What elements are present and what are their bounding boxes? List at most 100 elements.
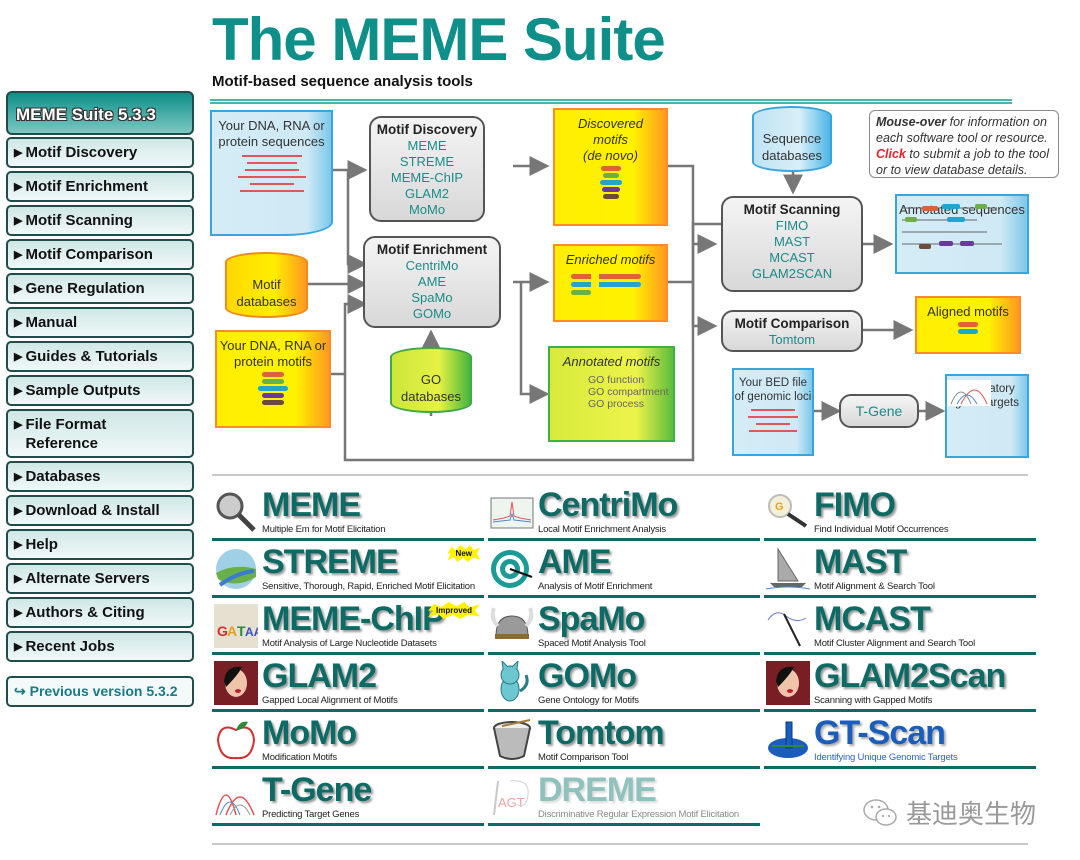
tool-name: CentriMo <box>538 486 678 524</box>
diagram-tool-glam2[interactable]: GLAM2 <box>404 186 450 201</box>
tool-name: MoMo <box>262 714 357 752</box>
go-process: GO process <box>588 398 645 410</box>
logo-chart-icon: GATAA <box>214 604 263 648</box>
tgene-box: T-Gene <box>839 394 919 428</box>
triangle-right-icon: ▶ <box>14 385 23 397</box>
tool-description: Gapped Local Alignment of Motifs <box>262 695 398 706</box>
bed-file-doc[interactable]: Your BED file of genomic loci <box>732 368 814 456</box>
sidebar-item-sample-outputs[interactable]: ▶Sample Outputs <box>6 375 194 406</box>
tool-name: GLAM2Scan <box>814 657 1006 695</box>
diagram-tool-glam2scan[interactable]: GLAM2SCAN <box>751 266 833 281</box>
triangle-right-icon: ▶ <box>14 641 23 653</box>
enriched-motifs-doc: Enriched motifs <box>553 244 668 322</box>
sidebar-item-authors-citing[interactable]: ▶Authors & Citing <box>6 597 194 628</box>
tool-description: Local Motif Enrichment Analysis <box>538 524 666 535</box>
your-motifs-doc[interactable]: Your DNA, RNA or protein motifs <box>215 330 331 428</box>
diagram-tool-mcast[interactable]: MCAST <box>769 250 815 265</box>
tool-description: Motif Comparison Tool <box>538 752 629 763</box>
diagram-tool-centrimo[interactable]: CentriMo <box>405 258 459 273</box>
your-motifs-label: Your DNA, RNA or protein motifs <box>219 338 327 369</box>
sidebar-item-databases[interactable]: ▶Databases <box>6 461 194 492</box>
sidebar-item-motif-comparison[interactable]: ▶Motif Comparison <box>6 239 194 270</box>
diagram-tool-fimo[interactable]: FIMO <box>775 218 809 233</box>
tool-name: DREME <box>538 771 657 809</box>
sidebar-version-heading[interactable]: MEME Suite 5.3.3 <box>6 91 194 135</box>
sidebar-item-alternate-servers[interactable]: ▶Alternate Servers <box>6 563 194 594</box>
sidebar-item-label: Download & Install <box>25 502 160 519</box>
sidebar-item-motif-enrichment[interactable]: ▶Motif Enrichment <box>6 171 194 202</box>
diagram-tool-mast[interactable]: MAST <box>773 234 811 249</box>
diagram-tool-momo[interactable]: MoMo <box>408 202 446 217</box>
triangle-right-icon: ▶ <box>14 573 23 585</box>
sequence-lines-icon <box>212 155 331 192</box>
tools-divider-top <box>212 474 1028 476</box>
discovered-label-2: motifs <box>593 132 628 147</box>
svg-text:G: G <box>775 501 784 513</box>
aligned-bars-icon <box>917 322 1019 334</box>
tool-description: Scanning with Gapped Motifs <box>814 695 933 706</box>
triangle-right-icon: ▶ <box>14 505 23 517</box>
tool-description: Motif Alignment & Search Tool <box>814 581 935 592</box>
diagram-tool-spamo[interactable]: SpaMo <box>411 290 453 305</box>
enriched-motifs-label: Enriched motifs <box>565 252 656 267</box>
diagram-tool-ame[interactable]: AME <box>417 274 447 289</box>
sidebar-item-download-install[interactable]: ▶Download & Install <box>6 495 194 526</box>
motif-databases-label: Motif databases <box>236 277 297 309</box>
go-databases-cylinder[interactable]: GO databases <box>390 347 472 413</box>
diagram-tool-meme-chip[interactable]: MEME-ChIP <box>390 170 464 185</box>
sidebar-item-recent-jobs[interactable]: ▶Recent Jobs <box>6 631 194 662</box>
sidebar-item-guides-tutorials[interactable]: ▶Guides & Tutorials <box>6 341 194 372</box>
fimo-magnifier-icon: G <box>766 490 810 534</box>
tool-name: FIMO <box>814 486 896 524</box>
tool-description: Predicting Target Genes <box>262 809 360 820</box>
sidebar-item-label: Alternate Servers <box>25 570 150 587</box>
diagram-tool-meme[interactable]: MEME <box>407 138 447 153</box>
page-title: The MEME Suite <box>212 6 666 73</box>
sidebar-item-motif-scanning[interactable]: ▶Motif Scanning <box>6 205 194 236</box>
help-tip-box: Mouse-over for information on each softw… <box>869 110 1059 178</box>
page-subtitle: Motif-based sequence analysis tools <box>212 73 473 90</box>
sequence-databases-cylinder[interactable]: Sequence databases <box>752 106 832 172</box>
sidebar-item-manual[interactable]: ▶Manual <box>6 307 194 338</box>
sidebar-item-motif-discovery[interactable]: ▶Motif Discovery <box>6 137 194 168</box>
tip-click-text: to submit a job to the tool or to view d… <box>876 147 1050 177</box>
watermark: 基迪奥生物 <box>862 794 1036 831</box>
drum-icon <box>490 718 534 762</box>
sidebar-item-label: Motif Enrichment <box>25 178 148 195</box>
diagram-tool-streme[interactable]: STREME <box>399 154 455 169</box>
diagram-tool-tgene[interactable]: T-Gene <box>855 403 903 419</box>
diagram-connectors <box>308 156 946 462</box>
diagram-tool-gomo[interactable]: GOMo <box>412 306 452 321</box>
tip-mouseover-text: for information on each software tool or… <box>876 115 1048 145</box>
motif-databases-cylinder[interactable]: Motif databases <box>225 252 308 318</box>
input-sequences-doc[interactable]: Your DNA, RNA or protein sequences <box>210 110 333 236</box>
triangle-right-icon: ▶ <box>14 283 23 295</box>
sidebar-item-label: Databases <box>25 468 101 485</box>
triangle-right-icon: ▶ <box>14 539 23 551</box>
motif-discovery-box: Motif Discovery MEME STREME MEME-ChIP GL… <box>369 116 485 222</box>
gt-scan-icon <box>766 718 810 762</box>
diagram-tool-tomtom[interactable]: Tomtom <box>768 332 816 347</box>
previous-version-link[interactable]: ↪ Previous version 5.3.2 <box>6 676 194 707</box>
arcs-icon <box>214 775 258 819</box>
sidebar-item-gene-regulation[interactable]: ▶Gene Regulation <box>6 273 194 304</box>
sidebar-item-help[interactable]: ▶Help <box>6 529 194 560</box>
sidebar-item-file-format-reference[interactable]: ▶File Format Reference <box>6 409 194 458</box>
